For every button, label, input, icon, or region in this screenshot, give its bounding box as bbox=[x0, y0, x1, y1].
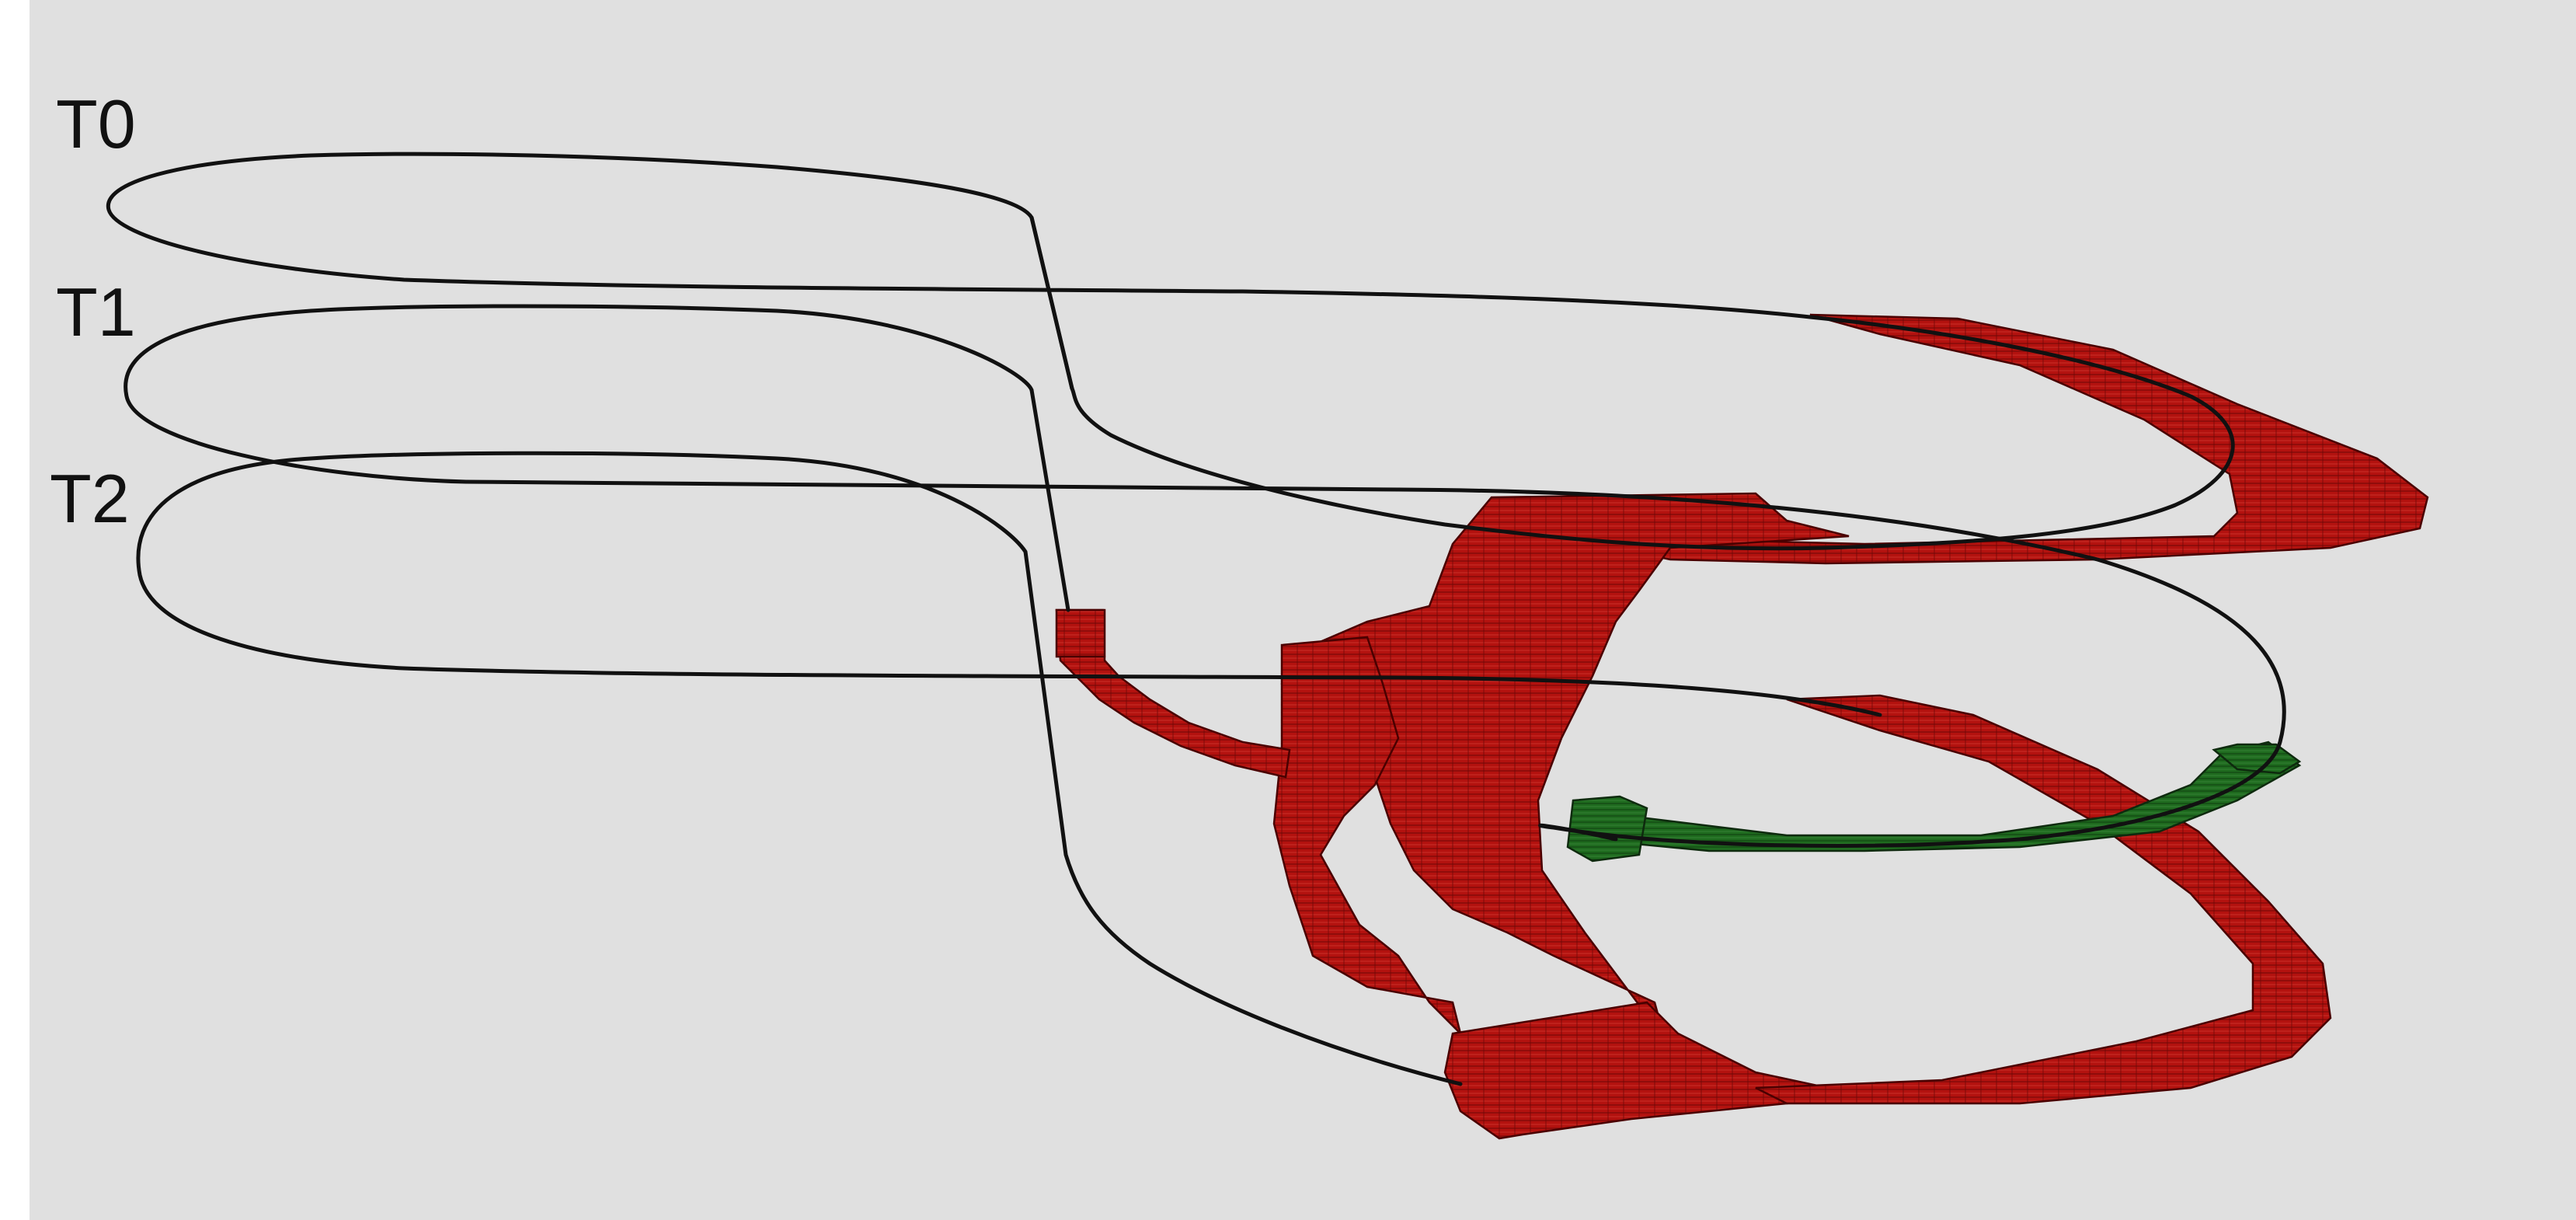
green-volume-start-box bbox=[1568, 796, 1647, 861]
label-t1: T1 bbox=[56, 274, 136, 350]
red-volume-tube-cap bbox=[1057, 610, 1105, 657]
label-t2: T2 bbox=[50, 460, 130, 537]
label-t0: T0 bbox=[56, 85, 136, 162]
